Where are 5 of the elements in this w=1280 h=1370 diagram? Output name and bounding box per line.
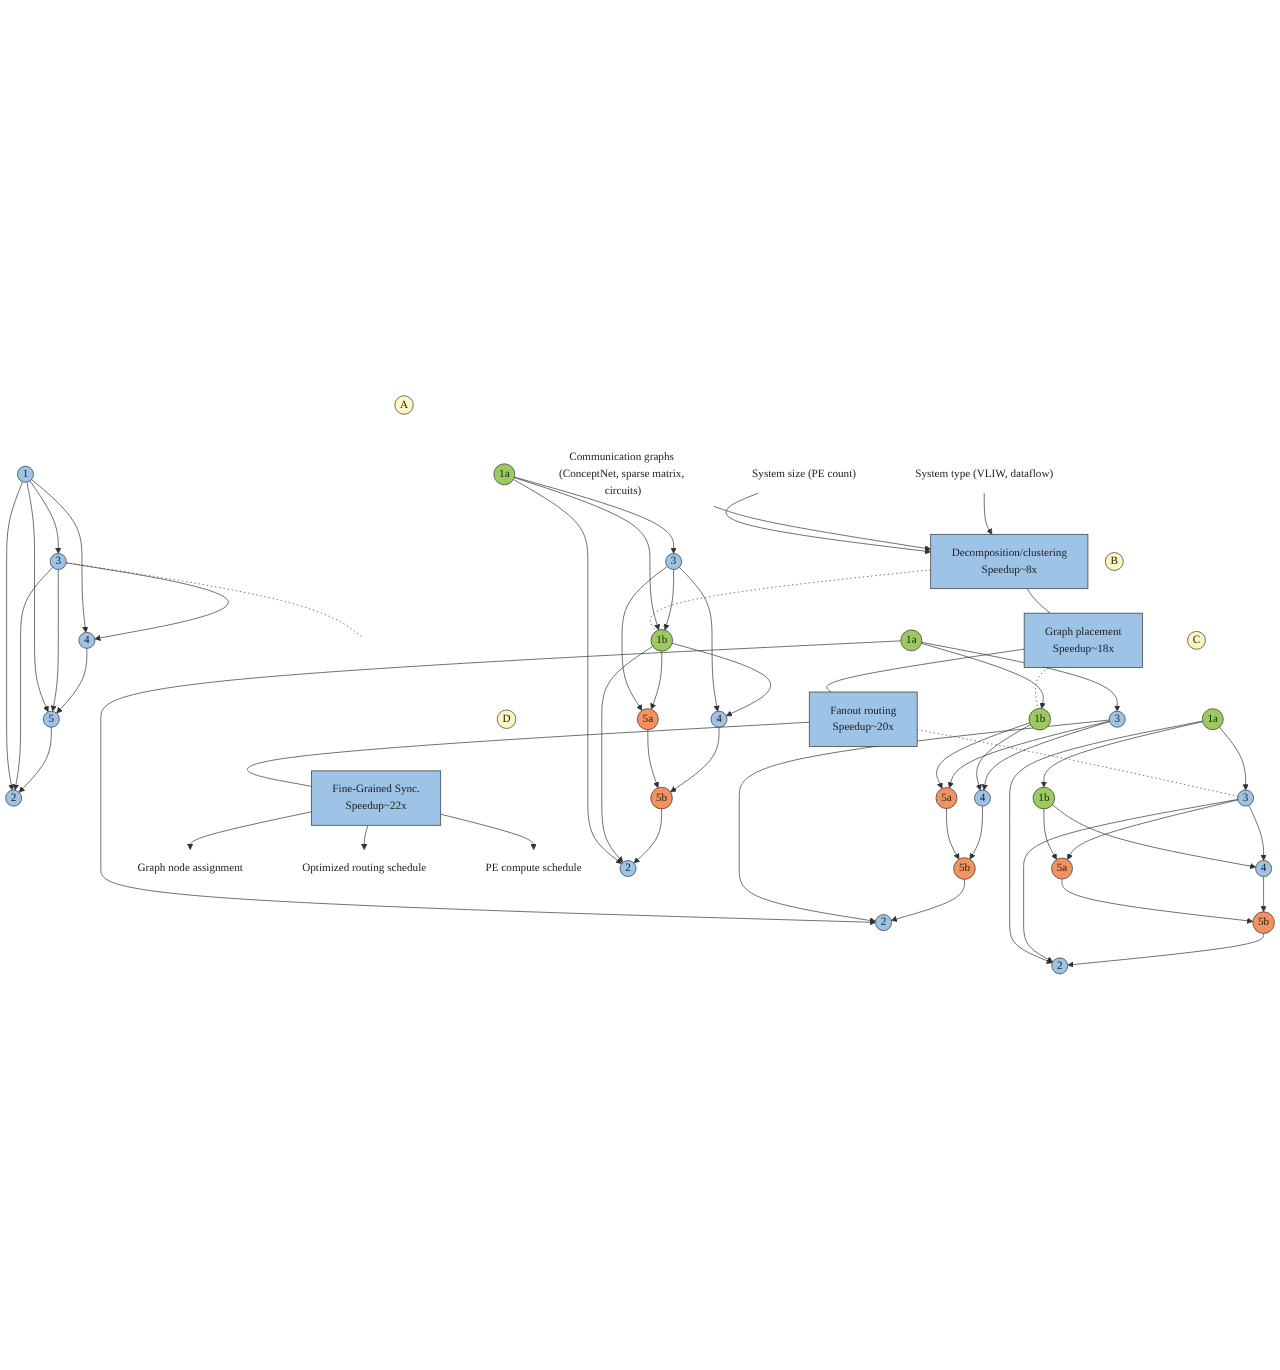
connector	[826, 648, 1025, 693]
connector	[1026, 588, 1051, 614]
connector	[65, 562, 364, 638]
connector	[916, 729, 1239, 797]
connector	[1035, 667, 1049, 709]
